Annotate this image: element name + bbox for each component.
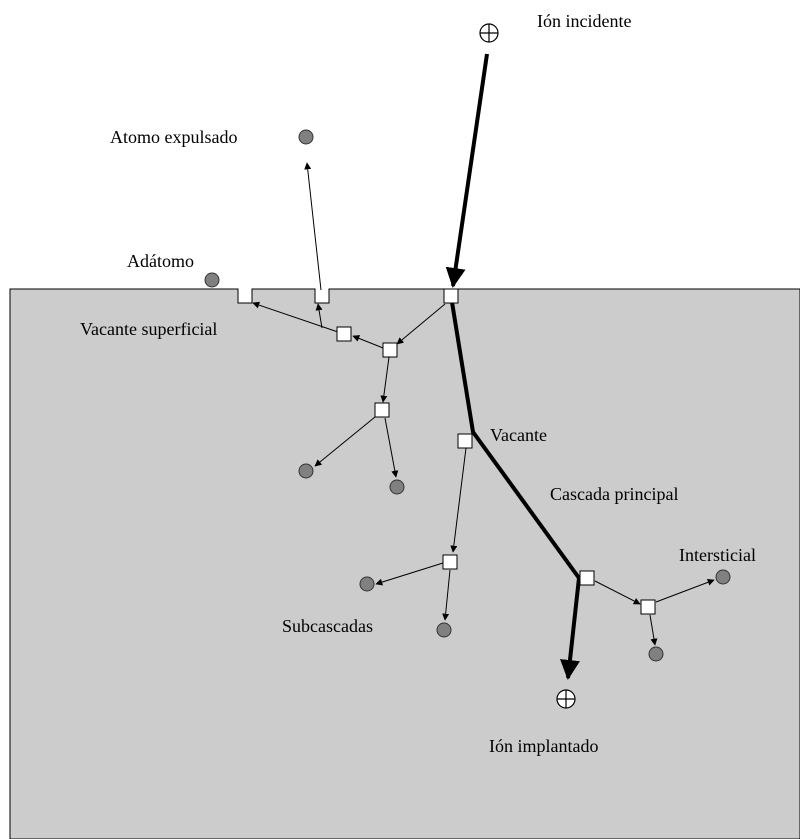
interstitial-atom xyxy=(648,646,664,662)
branch-arrow-6 xyxy=(450,447,467,553)
main-cascade-path xyxy=(449,295,581,580)
vacancy xyxy=(442,554,458,570)
vacancy-surface-1 xyxy=(443,288,459,304)
atoms xyxy=(204,129,731,662)
vacancy xyxy=(336,326,352,342)
adatom xyxy=(204,272,220,288)
interstitial-atom xyxy=(715,569,731,585)
main-trajectory xyxy=(445,53,581,680)
substrate xyxy=(9,288,800,839)
ejected-atom-label: Atomo expulsado xyxy=(110,127,238,147)
vacancy xyxy=(382,342,398,358)
incident-trajectory xyxy=(445,53,489,288)
incident-ion-label: Ión incidente xyxy=(537,11,631,31)
branch-arrow-2 xyxy=(396,303,446,345)
vacancies xyxy=(336,288,656,615)
implanted-ion-icon xyxy=(556,689,576,709)
branch-arrow-10 xyxy=(655,578,715,603)
branch-arrow-11 xyxy=(649,614,658,646)
interstitial-atom xyxy=(436,622,452,638)
incident-ion-icon xyxy=(479,23,499,43)
branch-arrow-3 xyxy=(380,356,390,403)
branch-arrow-1 xyxy=(352,335,384,349)
cascade-arrows xyxy=(252,162,715,646)
main-cascade-label: Cascada principal xyxy=(550,484,678,504)
vacancy xyxy=(640,599,656,615)
subcascades-label: Subcascadas xyxy=(282,616,373,636)
vacancy-to-surface-arrow xyxy=(252,301,339,333)
branch-arrow-9 xyxy=(594,580,641,605)
ejection-arrow xyxy=(304,162,322,291)
adatom-label: Adátomo xyxy=(127,251,194,271)
implant-trajectory xyxy=(560,577,581,680)
vacancy xyxy=(579,570,595,586)
implanted-ion-label: Ión implantado xyxy=(489,736,598,756)
branch-arrow-7 xyxy=(375,562,444,586)
vacancy-to-notch-arrow xyxy=(315,303,323,329)
interstitial-label: Intersticial xyxy=(679,545,756,565)
ejected-atom xyxy=(298,129,314,145)
branch-arrow-5 xyxy=(384,417,399,478)
vacancy xyxy=(374,402,390,418)
vacancy xyxy=(457,433,473,449)
branch-arrow-4 xyxy=(314,416,376,467)
vacancy-label: Vacante xyxy=(490,425,547,445)
interstitial-atom xyxy=(389,479,405,495)
surface-vacancy-label: Vacante superficial xyxy=(80,319,217,339)
interstitial-atom xyxy=(359,576,375,592)
branch-arrow-8 xyxy=(442,569,451,621)
interstitial-atom xyxy=(298,463,314,479)
